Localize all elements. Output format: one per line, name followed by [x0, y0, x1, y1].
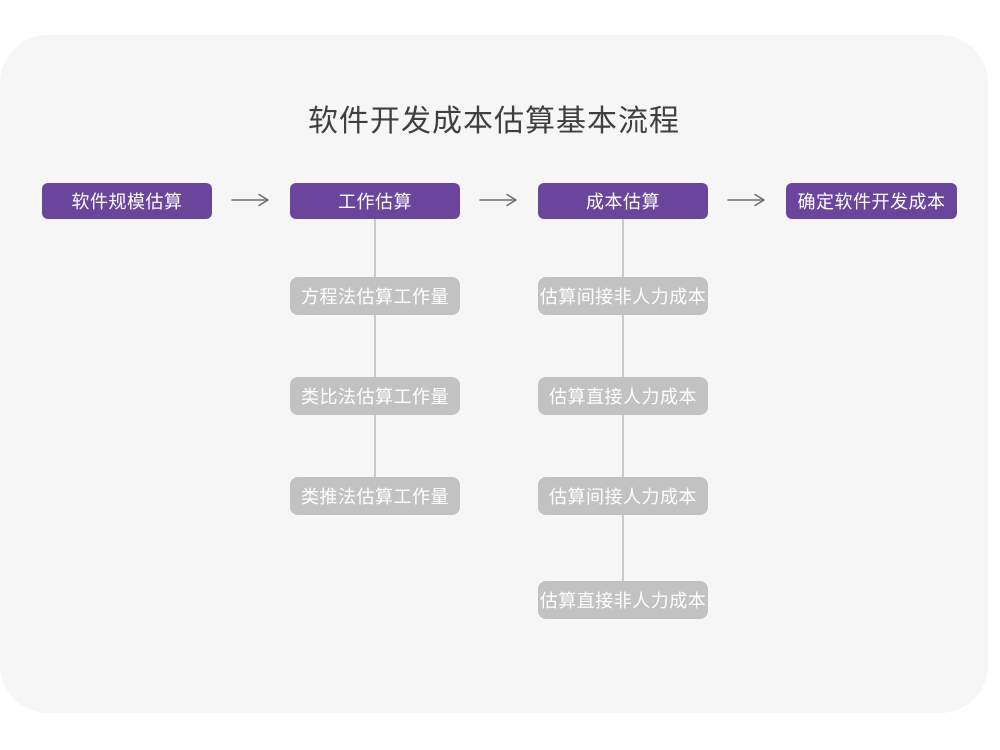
branch-connector-effort	[374, 218, 376, 496]
cost-direct-labor: 估算直接人力成本	[538, 377, 708, 415]
step-software-size-estimation: 软件规模估算	[42, 183, 212, 219]
flow-arrow-1	[231, 193, 269, 207]
diagram-title: 软件开发成本估算基本流程	[308, 104, 680, 139]
step-effort-estimation: 工作估算	[290, 183, 460, 219]
step-determine-development-cost: 确定软件开发成本	[786, 183, 957, 219]
cost-direct-non-labor: 估算直接非人力成本	[538, 581, 708, 619]
flow-arrow-2	[479, 193, 517, 207]
method-analogy-estimation: 类比法估算工作量	[290, 377, 460, 415]
flow-arrow-3	[727, 193, 765, 207]
method-extrapolation-estimation: 类推法估算工作量	[290, 477, 460, 515]
cost-indirect-non-labor: 估算间接非人力成本	[538, 277, 708, 315]
step-cost-estimation: 成本估算	[538, 183, 708, 219]
flowchart-canvas: 软件开发成本估算基本流程 软件规模估算 工作估算 成本估算 确定软件开发成本 方…	[0, 35, 988, 713]
cost-indirect-labor: 估算间接人力成本	[538, 477, 708, 515]
method-equation-estimation: 方程法估算工作量	[290, 277, 460, 315]
